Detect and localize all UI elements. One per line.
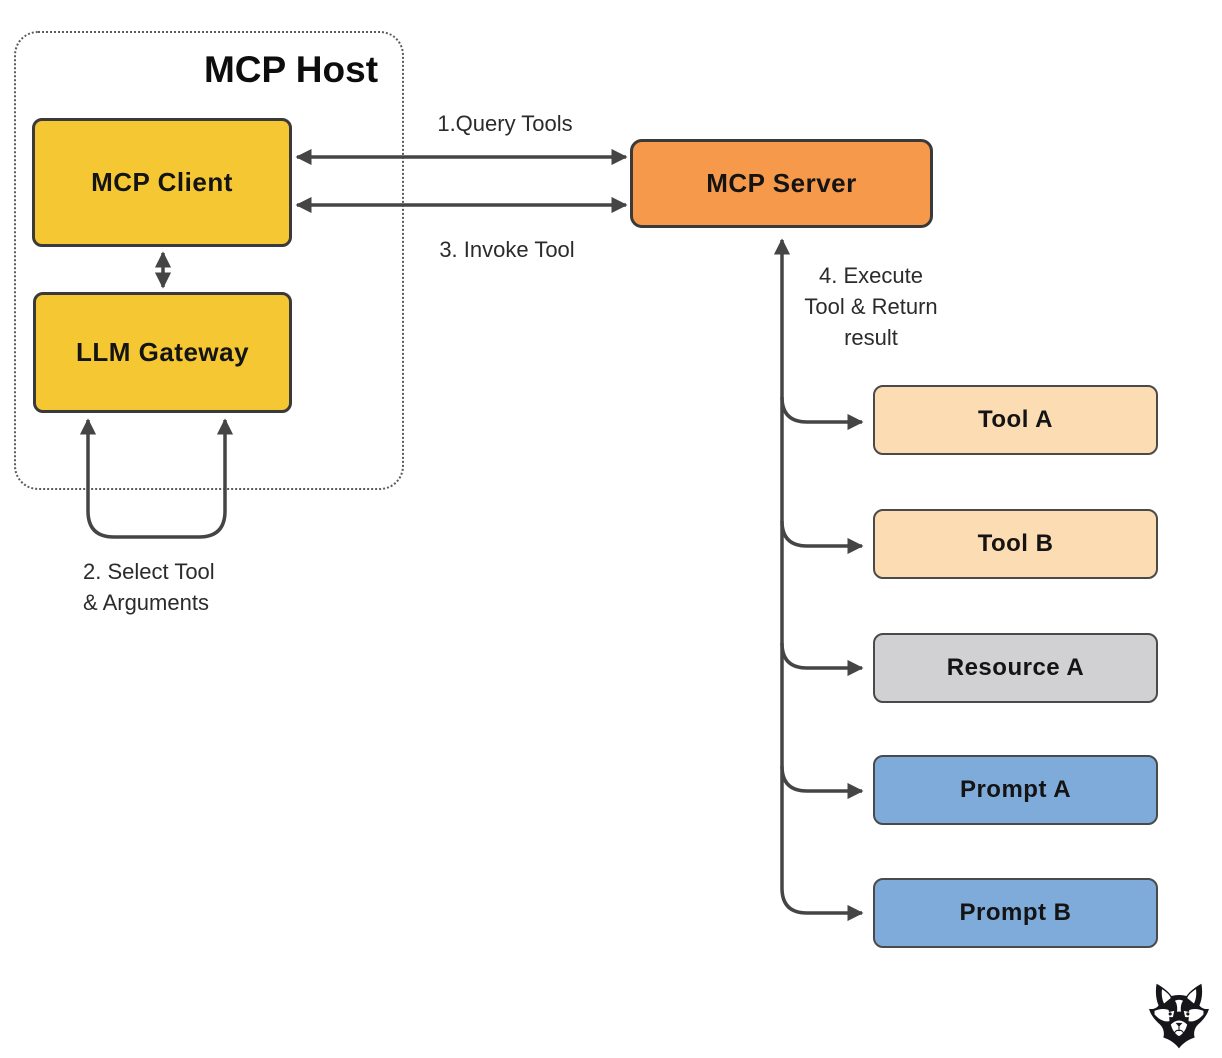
label-query-tools: 1.Query Tools: [437, 111, 573, 136]
mcp-host-title: MCP Host: [203, 49, 379, 90]
mcp-server-node: MCP Server: [630, 139, 933, 228]
prompt-b-node: Prompt B: [873, 878, 1158, 948]
tool-a-node: Tool A: [873, 385, 1158, 455]
label-select-tool: 2. Select Tool & Arguments: [83, 559, 215, 615]
edge-select-tool-loop: [79, 418, 234, 539]
branch-resource-a: [780, 642, 864, 677]
resource-a-node: Resource A: [873, 633, 1158, 703]
prompt-a-node: Prompt A: [873, 755, 1158, 825]
branch-tool-b: [780, 520, 864, 555]
llm-gateway-node: LLM Gateway: [33, 292, 292, 413]
tool-b-node: Tool B: [873, 509, 1158, 579]
label-execute-tool: 4. Execute Tool & Return result: [804, 263, 938, 350]
mcp-host-container: [14, 31, 404, 490]
edge-execute-trunk: [773, 238, 864, 922]
branch-prompt-a: [780, 765, 864, 800]
fox-head-logo-icon: [1149, 983, 1209, 1049]
mcp-client-node: MCP Client: [32, 118, 292, 247]
branch-tool-a: [780, 396, 864, 431]
label-invoke-tool: 3. Invoke Tool: [439, 237, 575, 262]
